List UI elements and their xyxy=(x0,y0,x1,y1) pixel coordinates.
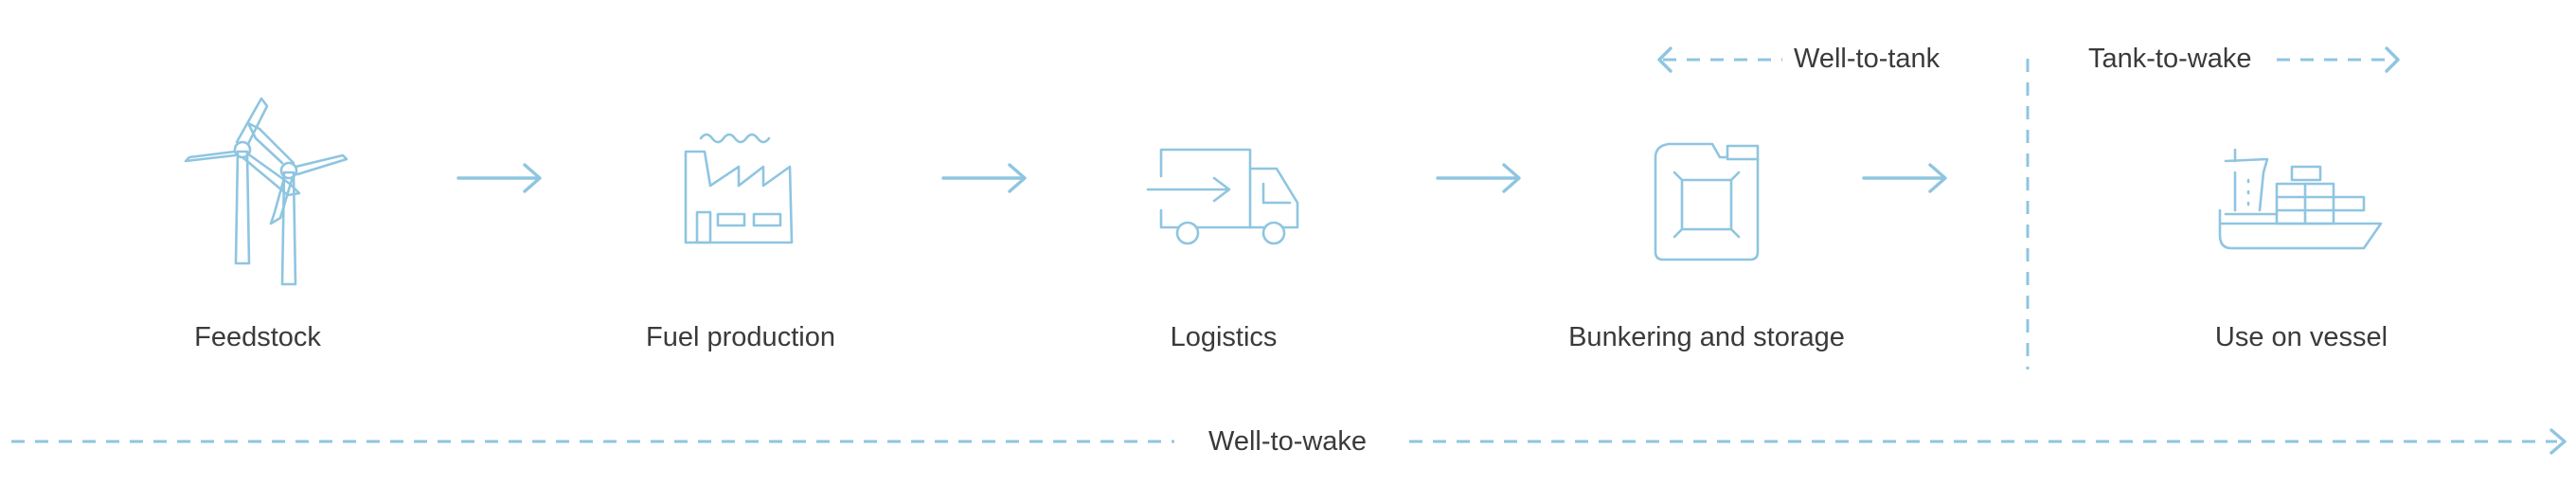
stage-label-use-on-vessel: Use on vessel xyxy=(2214,322,2388,352)
flow-arrow-4 xyxy=(1862,163,1947,193)
wind-turbine-icon xyxy=(184,97,349,286)
flow-arrow-3 xyxy=(1436,163,1521,193)
well-to-tank-arrow xyxy=(1657,46,1782,73)
stage-label-fuel-production: Fuel production xyxy=(646,322,835,352)
fuel-canister-icon xyxy=(1654,142,1760,261)
scope-label-tank-to-wake: Tank-to-wake xyxy=(2088,44,2252,74)
cargo-ship-icon xyxy=(2218,148,2383,250)
stage-label-feedstock: Feedstock xyxy=(194,322,321,352)
scope-label-well-to-tank: Well-to-tank xyxy=(1794,44,1941,74)
flow-arrow-1 xyxy=(456,163,542,193)
well-to-wake-arrow xyxy=(11,428,2567,455)
scope-label-well-to-wake: Well-to-wake xyxy=(1208,426,1368,457)
stage-label-logistics: Logistics xyxy=(1170,322,1278,352)
factory-icon xyxy=(684,133,794,244)
delivery-truck-icon xyxy=(1146,148,1299,245)
flow-arrow-2 xyxy=(941,163,1027,193)
tank-to-wake-arrow xyxy=(2277,46,2400,73)
stage-label-bunkering-and-storage: Bunkering and storage xyxy=(1568,322,1845,352)
